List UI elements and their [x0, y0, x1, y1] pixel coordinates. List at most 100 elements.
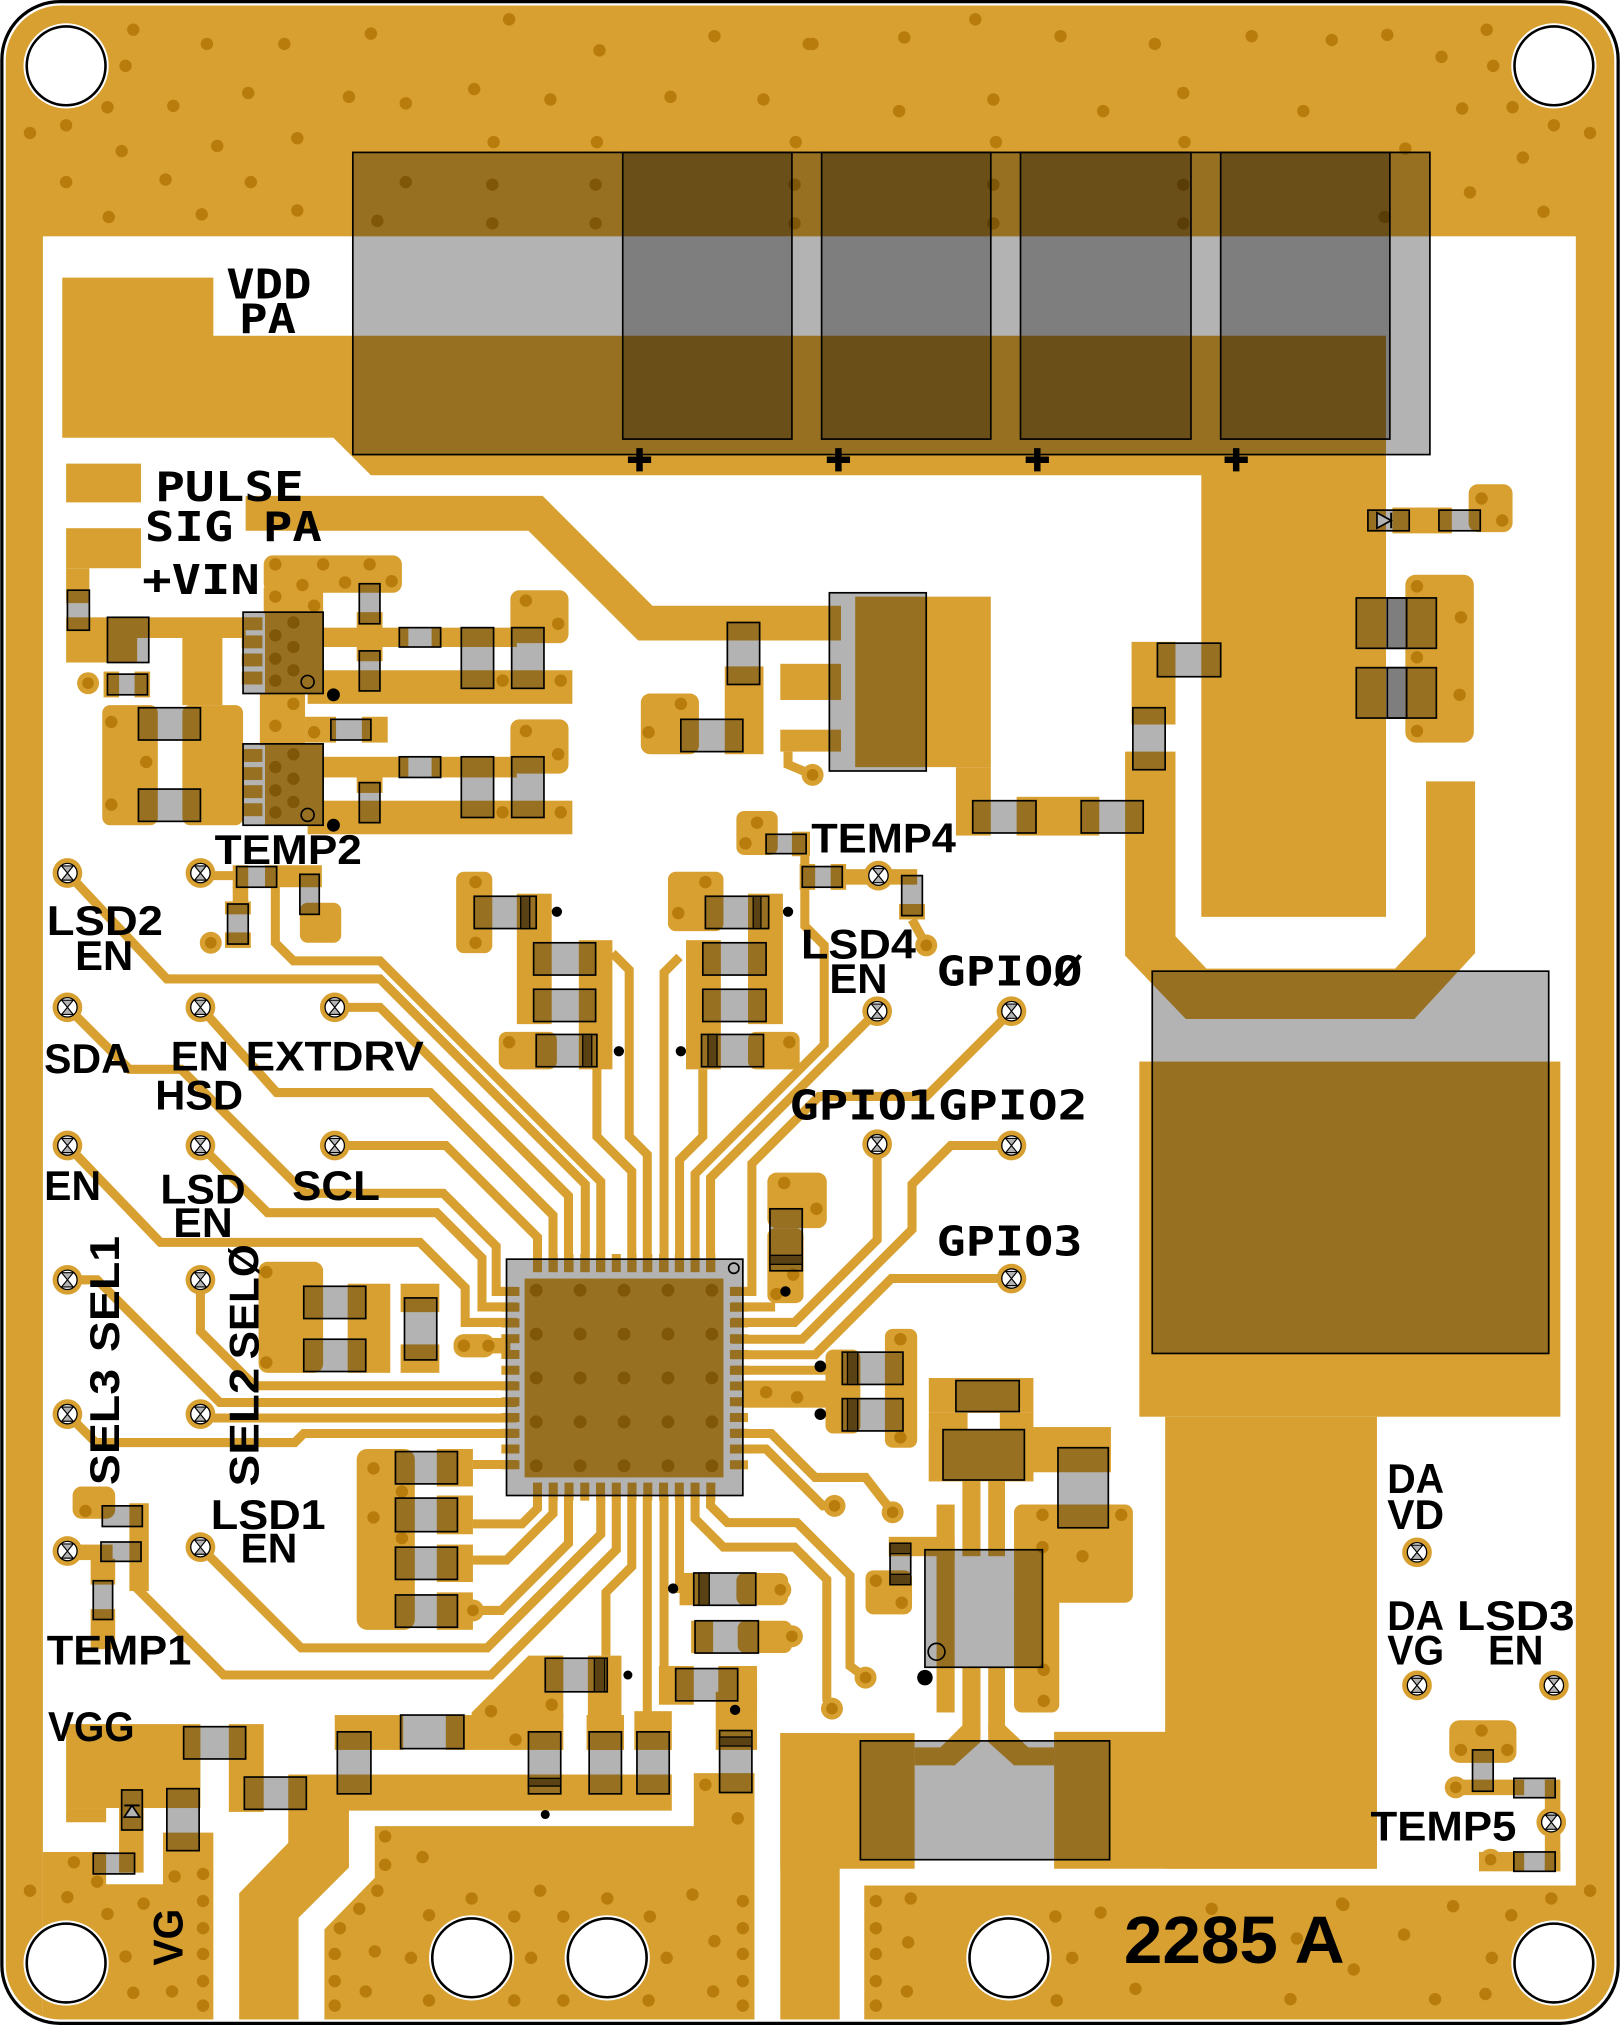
- via: [416, 1850, 429, 1864]
- test-point-icon: [193, 1406, 208, 1422]
- resistor: [1438, 509, 1482, 532]
- via: [686, 1888, 699, 1901]
- via: [367, 1462, 380, 1475]
- test-point: [185, 1264, 216, 1295]
- via: [886, 1506, 899, 1519]
- trace: [706, 1495, 869, 1682]
- copper-pad: [66, 1808, 107, 1823]
- via: [869, 1947, 883, 1961]
- via: [664, 90, 677, 104]
- via: [67, 1856, 81, 1869]
- capacitor: [942, 1428, 1026, 1481]
- label-sel0: SELØ: [222, 1244, 268, 1359]
- trace: [472, 1495, 543, 1529]
- trace: [690, 853, 829, 1273]
- via: [487, 135, 500, 149]
- trace: [675, 1069, 708, 1273]
- test-point-icon: [1546, 1677, 1561, 1694]
- orientation-dot: [814, 1408, 827, 1420]
- via: [105, 715, 118, 729]
- polarity-band: [593, 1657, 606, 1693]
- via: [196, 1947, 210, 1961]
- via: [287, 697, 300, 711]
- via: [1347, 1963, 1360, 1976]
- label-hsd: HSD: [155, 1072, 243, 1118]
- via: [892, 104, 906, 118]
- capacitor: [674, 1667, 739, 1702]
- label-gpio1: GPIO1: [789, 1082, 936, 1130]
- large-capacitor: [859, 1740, 1111, 1861]
- via: [196, 1974, 210, 1988]
- via: [316, 558, 330, 571]
- via: [1381, 28, 1394, 42]
- resistor: [955, 1379, 1021, 1413]
- via: [468, 82, 481, 96]
- label-temp4: TEMP4: [811, 815, 956, 861]
- capacitor: [182, 1725, 247, 1760]
- label-scl: SCL: [292, 1163, 380, 1209]
- via: [1049, 1910, 1062, 1923]
- copper-pad: [988, 1480, 1006, 1557]
- trace: [731, 1140, 1012, 1344]
- trace: [270, 885, 606, 1273]
- via: [119, 59, 132, 73]
- via: [307, 599, 321, 612]
- qfn-controller-ic: [505, 1258, 744, 1497]
- via: [296, 578, 309, 592]
- via: [895, 1596, 908, 1609]
- via: [1475, 492, 1488, 505]
- capacitor: [137, 706, 202, 741]
- trace: [197, 1495, 606, 1653]
- via: [59, 175, 73, 189]
- via: [342, 90, 356, 104]
- via: [519, 724, 533, 738]
- resistor: [106, 673, 149, 696]
- trace: [675, 1495, 694, 1594]
- polarity-band: [846, 1351, 859, 1386]
- label-vin: +VIN: [142, 556, 260, 604]
- via: [23, 1884, 37, 1897]
- resistor: [1513, 1777, 1557, 1799]
- mosfet-package: [242, 743, 324, 827]
- label-vg: VG: [145, 1909, 191, 1966]
- label-temp5: TEMP5: [1370, 1803, 1516, 1849]
- via: [826, 1702, 838, 1715]
- label-sda: SDA: [44, 1036, 131, 1082]
- copper-pad: [962, 1480, 981, 1557]
- test-point: [1536, 1807, 1567, 1838]
- via: [359, 1985, 372, 1998]
- via: [1545, 1892, 1558, 1905]
- copper-pad: [323, 627, 409, 648]
- dfn-package: [924, 1548, 1044, 1669]
- via: [1583, 126, 1597, 140]
- via: [1036, 1508, 1049, 1522]
- via: [469, 936, 482, 949]
- via: [806, 769, 819, 781]
- via: [1297, 104, 1310, 118]
- capacitor: [166, 1787, 200, 1852]
- via: [79, 1504, 92, 1518]
- test-point: [185, 1130, 216, 1161]
- label-pulse: PULSE: [155, 463, 304, 511]
- trace: [472, 1495, 558, 1565]
- test-point-icon: [327, 1137, 342, 1154]
- mounting-hole: [1513, 25, 1595, 107]
- label-vdd: VDD: [226, 260, 311, 308]
- resistor: [100, 1541, 142, 1563]
- via: [1094, 1906, 1107, 1919]
- resistor: [358, 781, 381, 824]
- via: [101, 1907, 114, 1921]
- test-point: [52, 1130, 83, 1161]
- via: [901, 1936, 915, 1949]
- mounting-hole: [566, 1917, 648, 1999]
- orientation-dot: [917, 1669, 933, 1686]
- plus-icon: [1025, 448, 1049, 472]
- via: [1178, 135, 1191, 149]
- via: [353, 1902, 366, 1915]
- via: [544, 93, 557, 106]
- test-point: [52, 858, 83, 888]
- trace: [706, 1008, 881, 1273]
- resistor: [394, 1594, 459, 1629]
- pin1-marker-icon: [300, 674, 315, 690]
- via: [1290, 1932, 1304, 1945]
